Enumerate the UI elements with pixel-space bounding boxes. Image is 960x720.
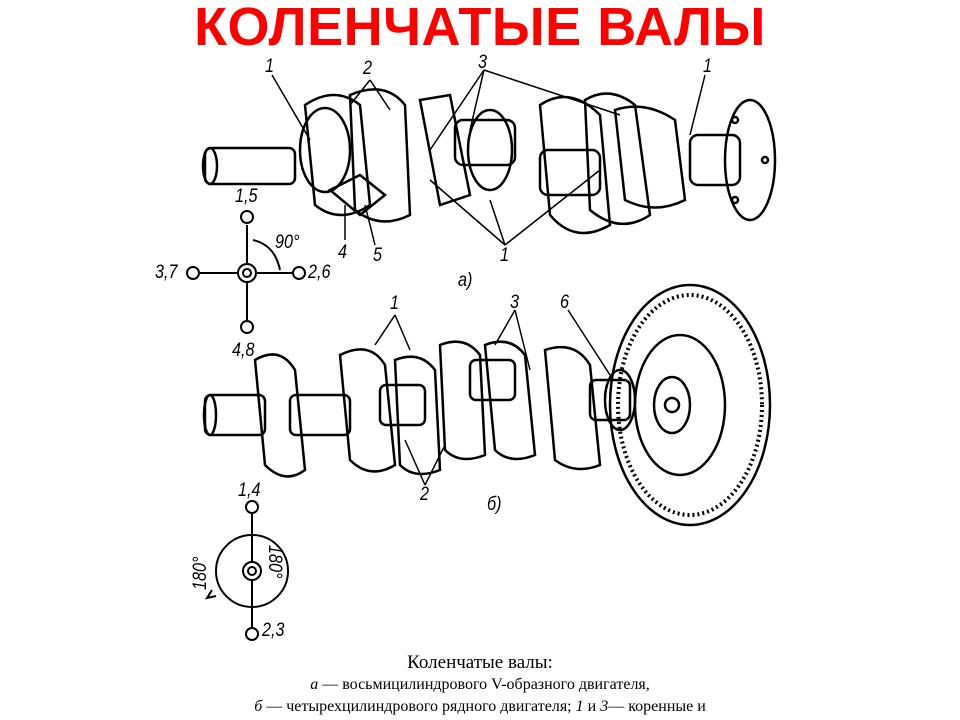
- callout-3: 3: [478, 52, 487, 73]
- cylinders-left: 3,7: [155, 262, 178, 283]
- crankshaft-a: [201, 88, 777, 235]
- callout-1: 1: [390, 293, 399, 314]
- slide-title: КОЛЕНЧАТЫЕ ВАЛЫ: [194, 0, 766, 57]
- callout-3: 3: [510, 292, 519, 313]
- cylinders-top: 1,5: [235, 186, 258, 207]
- angle-left-label: 180°: [190, 556, 211, 590]
- callout-1: 1: [265, 56, 274, 77]
- caption-num2: 3: [600, 698, 609, 715]
- angle-label: 90°: [275, 232, 300, 253]
- callout-5: 5: [373, 245, 382, 266]
- firing-diagram-a: [186, 210, 306, 334]
- caption-and: и: [583, 698, 601, 715]
- caption-b-end: — коренные и: [608, 698, 706, 715]
- angle-right-label: 180°: [264, 545, 285, 579]
- cylinders-top: 1,4: [238, 480, 261, 501]
- callout-1: 1: [703, 56, 712, 77]
- caption-num1: 1: [575, 698, 584, 715]
- cylinders-bottom: 2,3: [262, 620, 285, 641]
- leader-lines-b: [374, 309, 611, 486]
- cylinders-right: 2,6: [308, 262, 331, 283]
- callout-4: 4: [338, 242, 347, 263]
- caption-a-prefix: а: [310, 676, 319, 693]
- callout-6: 6: [560, 292, 569, 313]
- callout-1: 1: [500, 245, 509, 266]
- caption-line-b: б — четырехцилиндрового рядного двигател…: [0, 698, 960, 716]
- callout-2: 2: [363, 58, 372, 79]
- figure-a-label: а): [458, 270, 473, 291]
- caption-line-a: а — восьмицилиндрового V-образного двига…: [0, 676, 960, 694]
- firing-diagram-b: [204, 500, 289, 641]
- leader-lines-a: [271, 69, 706, 246]
- crankshaft-b: [202, 283, 772, 527]
- caption-a-text: — восьмицилиндрового V-образного двигате…: [318, 676, 650, 693]
- figure-b-label: б): [487, 494, 502, 515]
- caption-b-text: — четырехцилиндрового рядного двигателя;: [262, 698, 576, 715]
- caption-heading: Коленчатые валы:: [407, 652, 553, 673]
- callout-2: 2: [420, 484, 429, 505]
- cylinders-bottom: 4,8: [232, 340, 255, 361]
- caption-b-prefix: б: [254, 698, 263, 715]
